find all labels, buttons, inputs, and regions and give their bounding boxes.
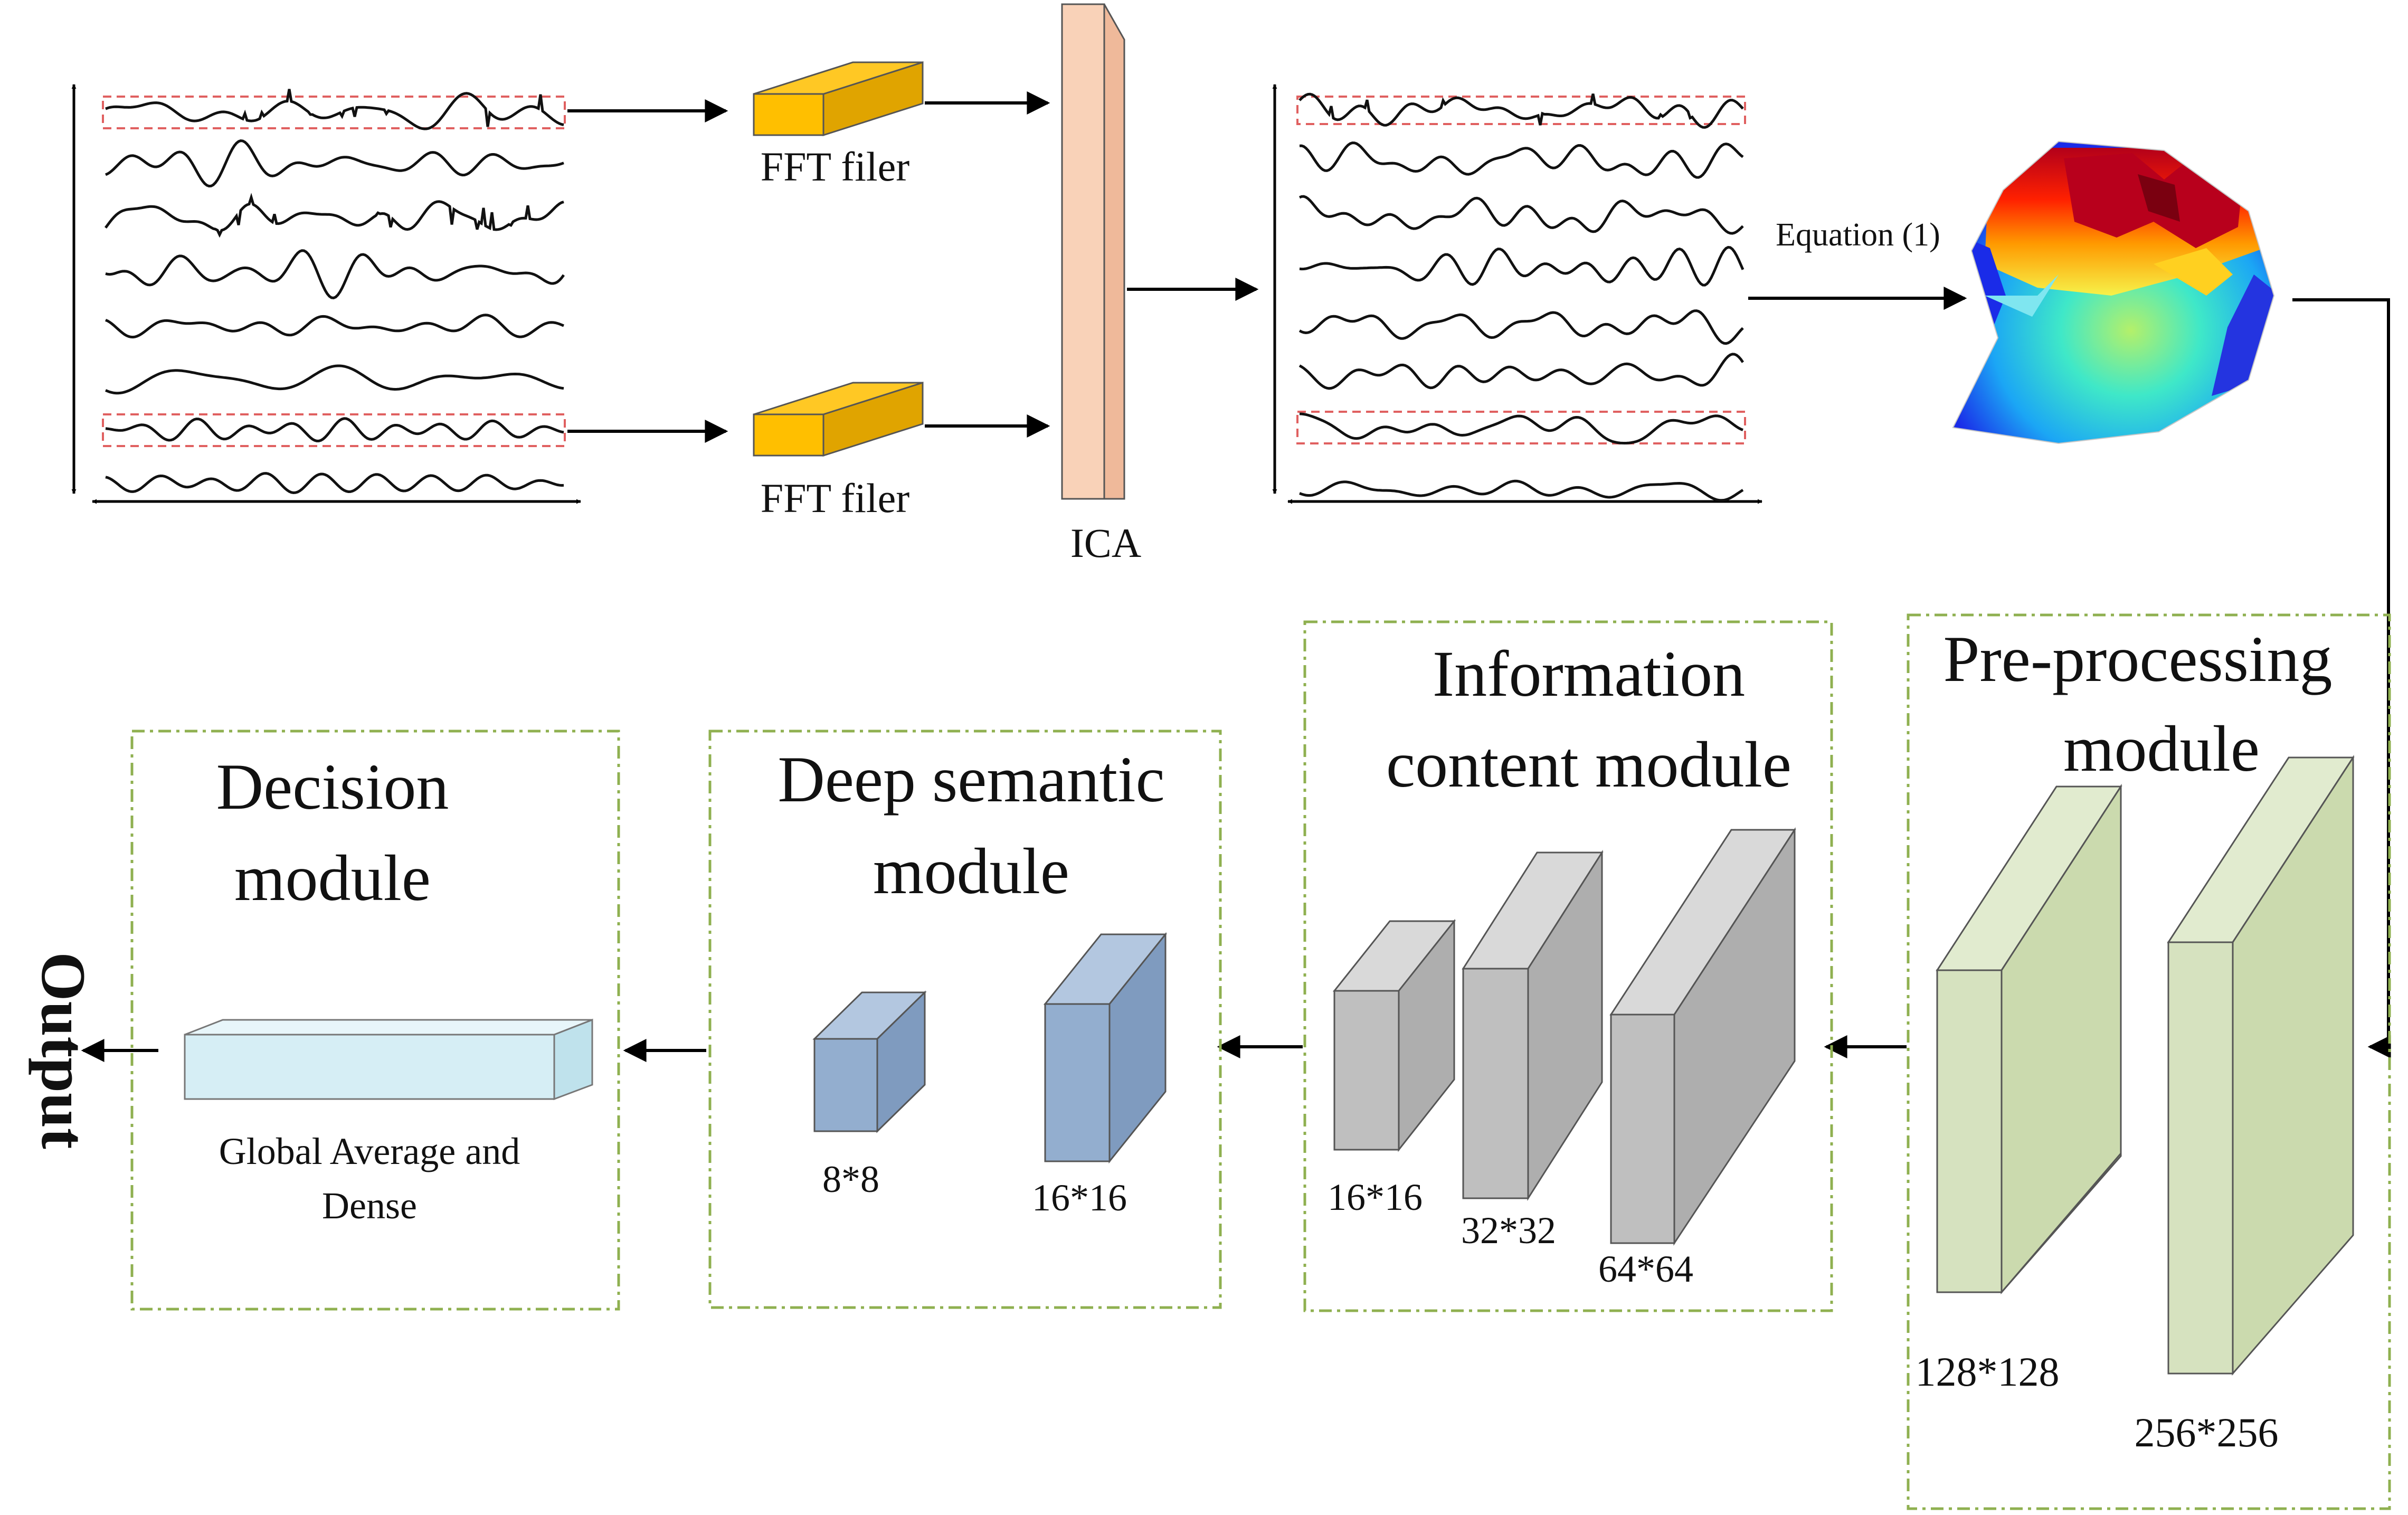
signal-trace: [1298, 353, 1745, 390]
module-title: module: [873, 835, 1069, 907]
signal-traces: [1298, 92, 1745, 502]
module-title: Deep semantic: [778, 743, 1164, 816]
module-border: [708, 730, 1222, 1309]
output-label: Output: [29, 952, 99, 1149]
module-title: Decision: [216, 751, 449, 823]
size-label: 16*16: [1032, 1177, 1127, 1219]
fft-label: FFT filer: [761, 475, 909, 521]
highlight-box: [1296, 411, 1746, 444]
ica-label: ICA: [1070, 520, 1141, 566]
feature-map-block: [1462, 849, 1604, 1201]
signal-trace: [105, 417, 564, 442]
size-label: 32*32: [1461, 1209, 1556, 1252]
pre-processing-module: Pre-processing module 128*128 256*256: [1907, 613, 2391, 1510]
module-title: Pre-processing: [1944, 623, 2333, 695]
signal-trace: [1299, 245, 1745, 287]
highlight-box: [102, 413, 566, 447]
feature-map-block: [2167, 754, 2355, 1376]
module-border: [1303, 620, 1833, 1312]
signal-traces: [104, 89, 565, 495]
highlight-box: [102, 96, 566, 129]
size-label: 16*16: [1328, 1176, 1423, 1218]
size-label: 256*256: [2135, 1409, 2279, 1455]
feature-map-block: [1609, 827, 1796, 1246]
size-label: 128*128: [1916, 1349, 2060, 1395]
deep-semantic-module: Deep semantic module 8*8 16*16: [708, 730, 1222, 1309]
signal-trace: [104, 193, 564, 238]
decision-module: Decision module Global Average and Dense: [130, 730, 620, 1311]
signal-trace: [105, 364, 564, 395]
signal-trace: [105, 139, 564, 188]
fft-filter-box: [753, 381, 924, 457]
feature-map-block: [812, 990, 927, 1133]
signal-trace: [1298, 309, 1744, 345]
highlight-box: [1296, 96, 1746, 125]
fft-label: FFT filer: [761, 144, 909, 190]
module-title: module: [234, 842, 431, 914]
size-label: 64*64: [1598, 1248, 1693, 1290]
module-title: module: [2063, 713, 2260, 785]
feature-map-block: [1332, 919, 1456, 1152]
cleaned-signal-panel: [1272, 84, 1762, 504]
input-signal-panel: [71, 84, 581, 504]
signal-trace: [1299, 141, 1744, 179]
information-content-module: Information content module 16*16 32*32 6…: [1303, 620, 1833, 1312]
block-caption: Dense: [322, 1185, 417, 1227]
signal-trace: [1298, 92, 1744, 129]
equation-label: Equation (1): [1776, 217, 1940, 253]
signal-trace: [105, 472, 564, 495]
dense-layer-block: [184, 1018, 593, 1101]
fft-filter-box: [753, 61, 924, 137]
ica-block: [1061, 3, 1125, 500]
brain-topography-heatmap-icon: [1952, 140, 2275, 444]
module-border: [1907, 613, 2391, 1510]
signal-trace: [105, 249, 565, 299]
feature-map-block: [1043, 932, 1168, 1164]
module-border: [130, 730, 620, 1311]
signal-trace: [1299, 479, 1744, 502]
block-caption: Global Average and: [219, 1130, 520, 1172]
module-title: Information: [1433, 638, 1745, 710]
signal-trace: [105, 89, 564, 130]
feature-map-block: [1936, 783, 2122, 1295]
size-label: 8*8: [822, 1158, 879, 1200]
signal-trace: [105, 314, 564, 339]
signal-trace: [1299, 412, 1743, 445]
module-title: content module: [1386, 728, 1791, 801]
signal-trace: [1299, 195, 1744, 235]
